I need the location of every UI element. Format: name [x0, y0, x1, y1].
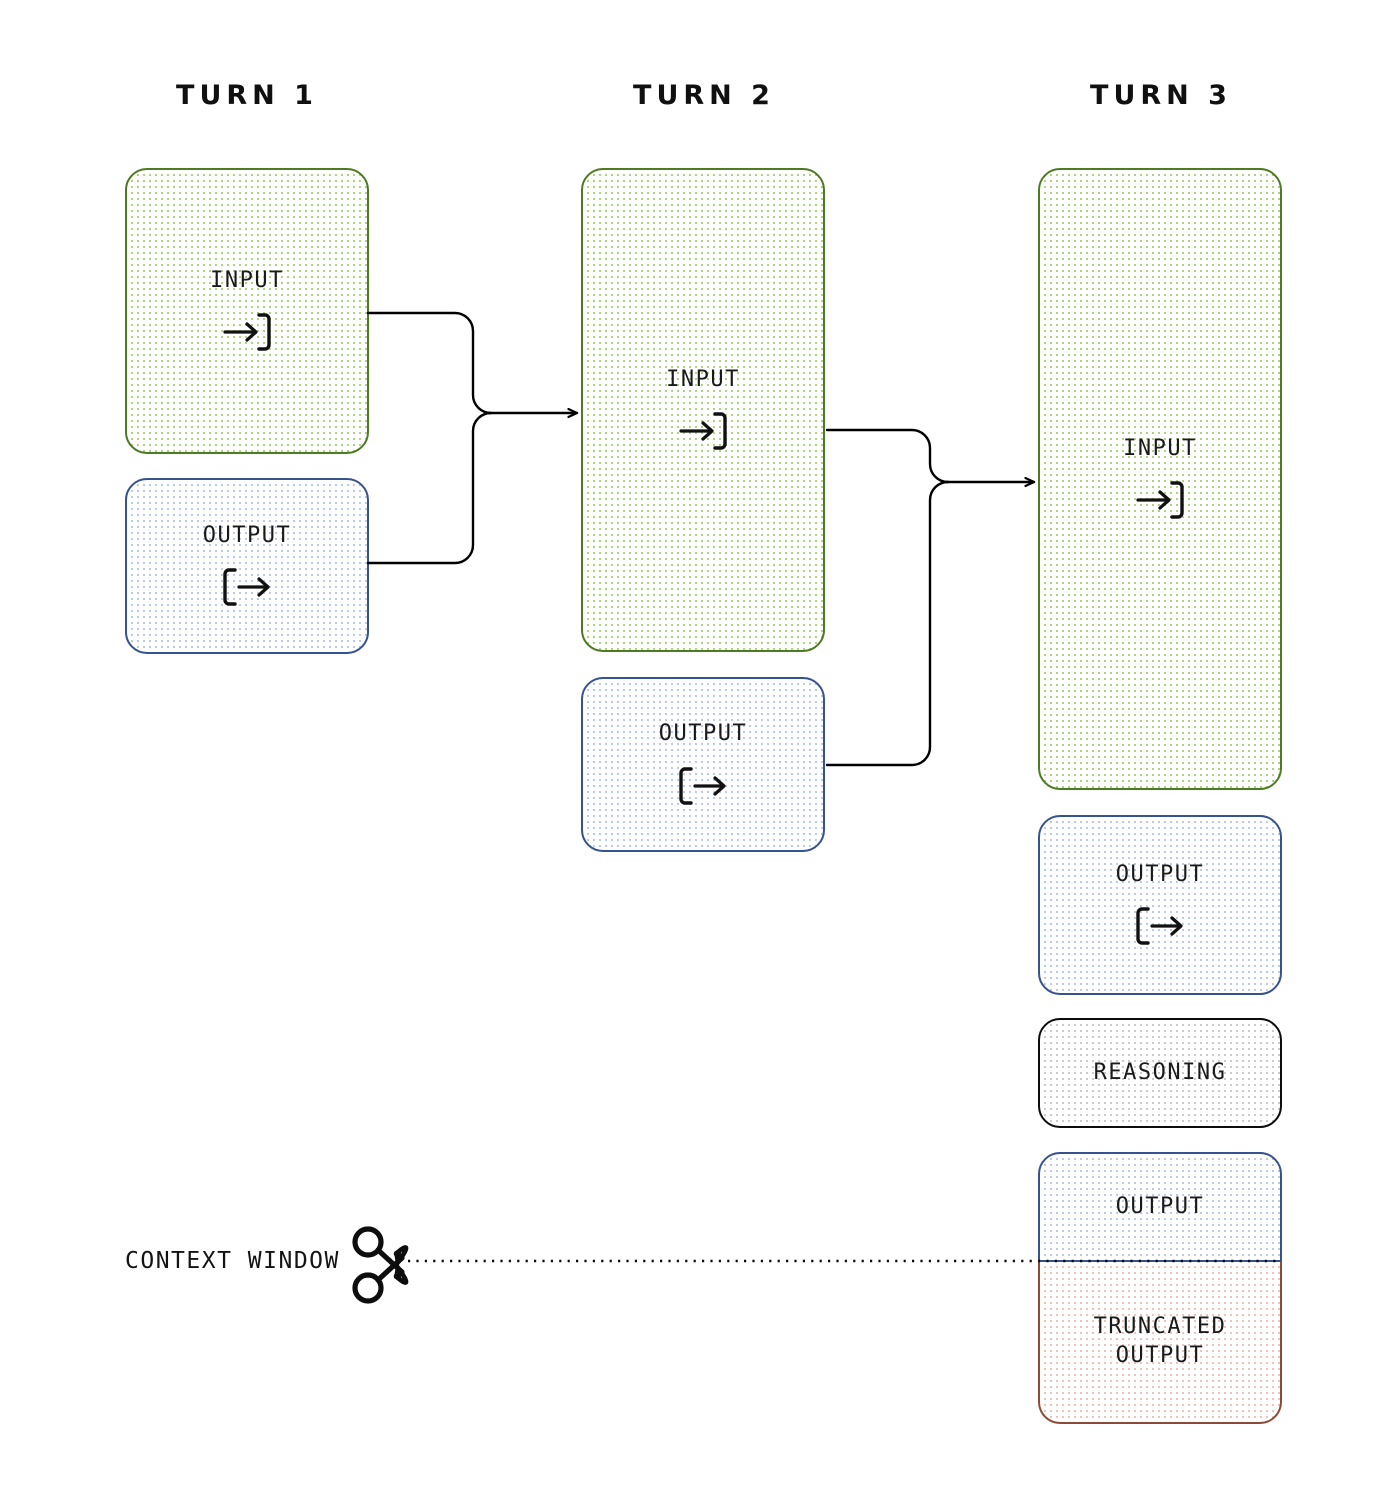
connector-turn1-input	[366, 311, 493, 415]
turn-3-output-label-2: OUTPUT	[1115, 1193, 1205, 1219]
truncated-line-1: TRUNCATED	[1093, 1314, 1227, 1340]
context-window-label: CONTEXT WINDOW	[125, 1248, 340, 1274]
turn-3-truncated-output-box[interactable]: TRUNCATED OUTPUT	[1038, 1262, 1282, 1424]
turn-3-input-label: INPUT	[1123, 435, 1197, 461]
scissors-icon	[352, 1226, 409, 1304]
arrow-into-bracket-icon	[1136, 481, 1184, 519]
turn-2-input-box[interactable]: INPUT	[581, 168, 825, 652]
turn-2-output-label: OUTPUT	[658, 721, 748, 747]
turn-3-truncated-output-group[interactable]: OUTPUT TRUNCATED OUTPUT	[1038, 1152, 1282, 1424]
turn-3-reasoning-box[interactable]: REASONING	[1038, 1018, 1282, 1128]
connector-turn2-input	[825, 428, 950, 484]
turn-3-output-box[interactable]: OUTPUT	[1038, 815, 1282, 995]
turn-3-title: TURN 3	[1090, 80, 1232, 111]
connector-turn2-output	[825, 480, 950, 767]
arrow-into-bracket-icon	[679, 412, 727, 450]
turn-3-reasoning-label: REASONING	[1093, 1059, 1227, 1085]
turn-1-output-box[interactable]: OUTPUT	[125, 478, 369, 654]
truncated-line-2: OUTPUT	[1115, 1343, 1205, 1368]
turn-3-truncated-output-label: TRUNCATED OUTPUT	[1094, 1313, 1227, 1370]
turn-1-input-box[interactable]: INPUT	[125, 168, 369, 454]
turn-3-input-box[interactable]: INPUT	[1038, 168, 1282, 790]
bracket-out-arrow-icon	[223, 568, 270, 606]
turn-2-output-box[interactable]: OUTPUT	[581, 677, 825, 852]
turn-3-output-box-2[interactable]: OUTPUT	[1038, 1152, 1282, 1262]
turn-1-title: TURN 1	[176, 80, 318, 111]
connector-turn1-output	[366, 411, 493, 565]
bracket-out-arrow-icon	[679, 766, 726, 805]
turn-2-input-label: INPUT	[666, 366, 740, 392]
turn-3-output-label: OUTPUT	[1115, 861, 1205, 887]
arrow-into-bracket-icon	[223, 313, 271, 351]
turn-1-output-label: OUTPUT	[202, 522, 292, 548]
turn-2-title: TURN 2	[633, 80, 775, 111]
bracket-out-arrow-icon	[1136, 907, 1183, 945]
turn-1-input-label: INPUT	[210, 267, 284, 293]
